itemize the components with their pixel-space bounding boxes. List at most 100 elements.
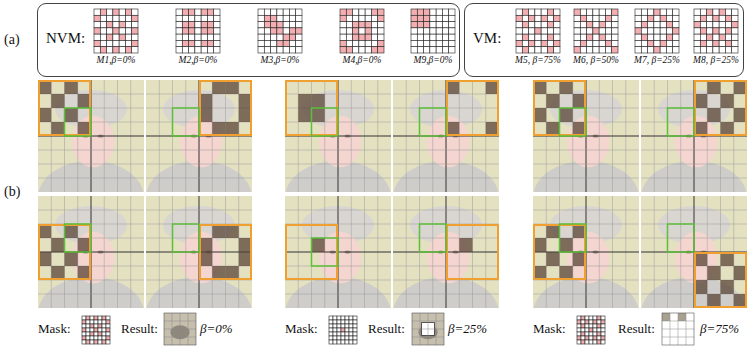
masked-cell	[459, 238, 472, 252]
mask-cell	[587, 22, 593, 28]
mask-cell	[100, 9, 106, 15]
mask-cell	[340, 34, 346, 40]
mask-cell	[516, 28, 522, 34]
mask-cell	[593, 328, 597, 332]
mask-cell	[94, 340, 98, 344]
mask-cell	[283, 34, 289, 40]
mask-cell	[713, 22, 719, 28]
mask-cell	[612, 22, 618, 28]
panel-label: (b)	[4, 184, 20, 200]
mask-cell	[296, 40, 302, 46]
mask-cell	[345, 320, 349, 324]
mask-cell	[436, 28, 442, 34]
mask-cell	[94, 40, 100, 46]
mask-cell	[258, 40, 264, 46]
mask-caption: M1,β=0%	[92, 55, 140, 66]
mask-cells	[340, 9, 384, 53]
mask-cell	[605, 40, 611, 46]
mask-cell	[547, 9, 553, 15]
mask-cell	[106, 320, 110, 324]
mask-cell	[271, 22, 277, 28]
mask-cell	[554, 34, 560, 40]
mask-cell	[378, 47, 384, 53]
result-label: Result:	[121, 322, 158, 337]
mask-cell	[436, 22, 442, 28]
mask-cell	[371, 28, 377, 34]
result-border	[164, 313, 196, 345]
mask-cell	[593, 9, 599, 15]
mask-cell	[601, 332, 605, 336]
mask-cell	[430, 40, 436, 46]
masked-cell	[546, 224, 559, 238]
mask-cell	[449, 47, 455, 53]
mask-cell	[654, 34, 660, 40]
mask-cell	[581, 320, 585, 324]
mask-cell	[585, 324, 589, 328]
mask-cell	[599, 22, 605, 28]
mask-cell	[577, 336, 581, 340]
mask-cell	[264, 47, 270, 53]
mask-cells	[635, 9, 679, 53]
mask-cell	[449, 28, 455, 34]
mask-cell	[283, 28, 289, 34]
mask-cell	[601, 324, 605, 328]
group-title: NVM:	[46, 30, 85, 47]
mask-cell	[411, 28, 417, 34]
photo-wash	[38, 196, 144, 308]
mask-cell	[580, 40, 586, 46]
mask-cell	[648, 22, 654, 28]
mask-cell	[345, 316, 349, 320]
mask-cell	[264, 40, 270, 46]
mask-cell	[522, 47, 528, 53]
mask-cell	[258, 28, 264, 34]
mask-cell	[601, 320, 605, 324]
mask-cell	[346, 9, 352, 15]
mask-cell	[113, 15, 119, 21]
mask-caption: M9,β=0%	[409, 55, 457, 66]
mask-cell	[82, 336, 86, 340]
mask-cell	[522, 28, 528, 34]
mask-cell	[660, 47, 666, 53]
mask-cell	[289, 34, 295, 40]
mask-cell	[713, 47, 719, 53]
mask-cell	[353, 47, 359, 53]
mask-pattern: M4,β=0%	[338, 8, 386, 66]
mask-cell	[599, 47, 605, 53]
mask-cell	[635, 9, 641, 15]
mask-cell	[417, 9, 423, 15]
mask-cell	[264, 9, 270, 15]
mask-cell	[176, 34, 182, 40]
mask-cell	[666, 9, 672, 15]
grid-line	[641, 210, 747, 211]
mask-cell	[353, 34, 359, 40]
mask-cell	[597, 328, 601, 332]
mask-cell	[436, 40, 442, 46]
mask-cell	[113, 47, 119, 53]
mask-pattern: M6, β=50%	[572, 8, 620, 66]
mask-cell	[94, 28, 100, 34]
mask-cell	[371, 47, 377, 53]
photo-wash	[641, 196, 747, 308]
mask-cell	[648, 47, 654, 53]
query-box	[65, 224, 92, 252]
mask-cell	[580, 28, 586, 34]
mask-cell	[599, 28, 605, 34]
mask-cell	[732, 15, 738, 21]
query-box	[312, 108, 339, 136]
mask-cell	[125, 34, 131, 40]
mask-cell	[90, 320, 94, 324]
masked-cell	[298, 94, 311, 108]
mask-cell	[264, 15, 270, 21]
mask-cells	[94, 9, 138, 53]
mask-cell	[289, 9, 295, 15]
mask-cell	[580, 15, 586, 21]
mask-cell	[417, 15, 423, 21]
mask-cell	[535, 28, 541, 34]
mask-cell	[113, 28, 119, 34]
mask-cell	[371, 22, 377, 28]
grid-line	[533, 178, 639, 179]
mask-cell	[589, 324, 593, 328]
mask-cell	[125, 15, 131, 21]
mask-cell	[132, 34, 138, 40]
mask-cell	[700, 15, 706, 21]
